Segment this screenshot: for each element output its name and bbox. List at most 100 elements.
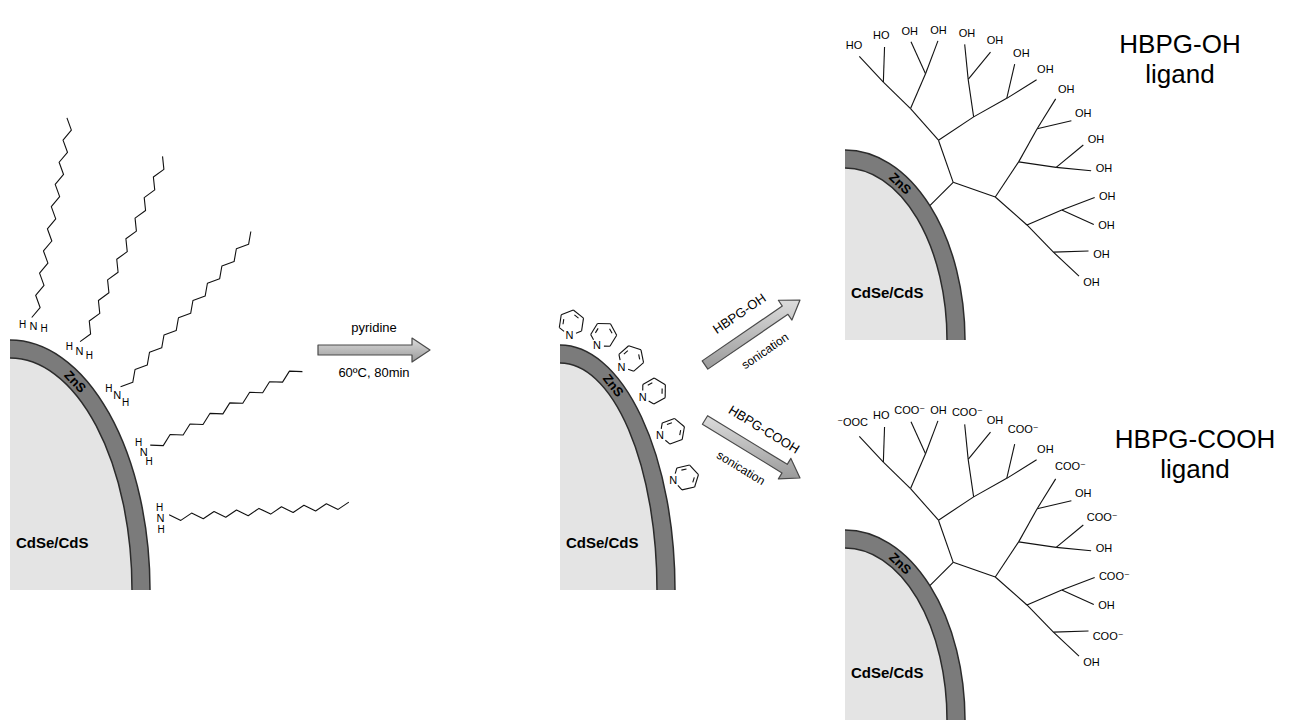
ring-bond: [576, 331, 582, 333]
ligand-title: HBPG-OH ligand: [1106, 30, 1255, 90]
ring-bond: [561, 310, 573, 315]
ring-bond: [642, 384, 643, 390]
atom-label: COO⁻: [1008, 424, 1039, 435]
zns-shell: ZnSCdSe/CdS: [430, 225, 705, 590]
ether-bond: [1056, 145, 1083, 167]
ether-bond: [883, 427, 884, 462]
particle-fill: [10, 340, 150, 590]
atom-label: H: [105, 384, 112, 394]
ether-bond: [1056, 547, 1091, 550]
ring-bond: [675, 468, 677, 474]
atom-label: COO⁻: [952, 407, 983, 418]
particle-fill: [845, 548, 947, 720]
atom-label: N: [593, 340, 601, 351]
particle-edge: [845, 168, 947, 340]
ring-bond: [695, 475, 699, 487]
atom-label: H: [86, 351, 93, 361]
ether-bond: [1062, 590, 1094, 605]
ether-bond: [995, 542, 1018, 577]
ring-bond: [667, 423, 672, 425]
core-label: CdSe/CdS: [851, 665, 924, 680]
ether-bond: [1056, 525, 1083, 547]
condition-label: 60ºC, 80min: [338, 366, 409, 379]
ring-bond: [643, 378, 654, 384]
ring-bond: [604, 346, 610, 347]
pyridine-ring: [661, 418, 684, 444]
ring-bond: [610, 324, 616, 335]
atom-label: OH: [930, 25, 947, 36]
condition-label: sonication: [715, 449, 767, 487]
ether-bond: [953, 182, 995, 197]
ring-bond: [591, 323, 598, 334]
ether-bond: [995, 197, 1027, 225]
atom-label: H: [66, 342, 73, 352]
ring-bond: [661, 423, 662, 429]
atom-label: H: [19, 320, 26, 330]
atom-label: OH: [987, 35, 1004, 46]
pyridine-ring: [675, 465, 698, 490]
ether-bond: [1037, 501, 1071, 509]
ring-bond: [690, 465, 699, 475]
atom-label: OH: [1037, 64, 1054, 75]
reagent-label: pyridine: [351, 321, 397, 334]
ring-bond: [619, 346, 629, 355]
ether-bond: [974, 98, 1007, 117]
atom-label: OH: [1088, 134, 1105, 145]
ether-bond: [938, 117, 973, 140]
ring-bond: [559, 328, 564, 332]
ring-bond: [678, 485, 682, 489]
core-outline: [845, 168, 947, 340]
ring-bond: [574, 315, 578, 318]
hexadecyl-chain: [169, 502, 349, 520]
ether-bond: [953, 562, 995, 577]
particle-fill: [845, 150, 965, 340]
ring-bond: [654, 378, 665, 385]
ring-bond: [649, 401, 654, 404]
ring-bond: [597, 323, 610, 324]
zns-shell: ZnSCdSe/CdS: [800, 150, 965, 340]
atom-label: H: [145, 457, 152, 467]
ether-bond: [968, 432, 990, 459]
atom-label: OH: [1037, 444, 1054, 455]
ring-bond: [648, 383, 653, 386]
ring-bond: [595, 328, 598, 332]
ether-bond: [1019, 542, 1057, 547]
core-particle: CdSe/CdS: [845, 548, 947, 720]
atom-label: OH: [1058, 84, 1075, 95]
core-label: CdSe/CdS: [16, 535, 89, 550]
atom-label: N: [656, 430, 664, 441]
atom-label: OH: [1099, 191, 1116, 202]
ether-bond: [1037, 479, 1056, 509]
zns-shell: ZnSCdSe/CdS: [800, 440, 965, 720]
particle-edge: [560, 363, 657, 590]
atom-label: COO⁻: [1087, 512, 1118, 523]
atom-label: COO⁻: [1055, 461, 1086, 472]
ether-bond: [968, 79, 973, 117]
ether-bond: [938, 497, 973, 520]
ring-bond: [665, 385, 666, 398]
ether-bond: [968, 52, 990, 79]
atom-label: N: [113, 390, 121, 401]
ether-bond: [1027, 210, 1062, 225]
particle-edge: [560, 345, 675, 590]
ring-bond: [693, 477, 695, 482]
atom-label: OH: [987, 415, 1004, 426]
atom-label: OH: [1096, 163, 1113, 174]
ether-bond: [1053, 631, 1088, 632]
ether-bond: [1027, 590, 1062, 605]
core-label: CdSe/CdS: [566, 535, 639, 550]
atom-label: OH: [1098, 600, 1115, 611]
ether-bond: [965, 44, 968, 79]
atom-label: OH: [1083, 277, 1100, 288]
atom-label: N: [669, 475, 677, 486]
hexadecyl-chain: [80, 156, 164, 341]
particle-edge: [10, 340, 150, 590]
ether-bond: [1037, 99, 1056, 129]
ether-bond: [1056, 167, 1091, 170]
ether-bond: [938, 140, 953, 182]
atom-label: N: [566, 330, 574, 341]
ether-bond: [1019, 509, 1038, 542]
